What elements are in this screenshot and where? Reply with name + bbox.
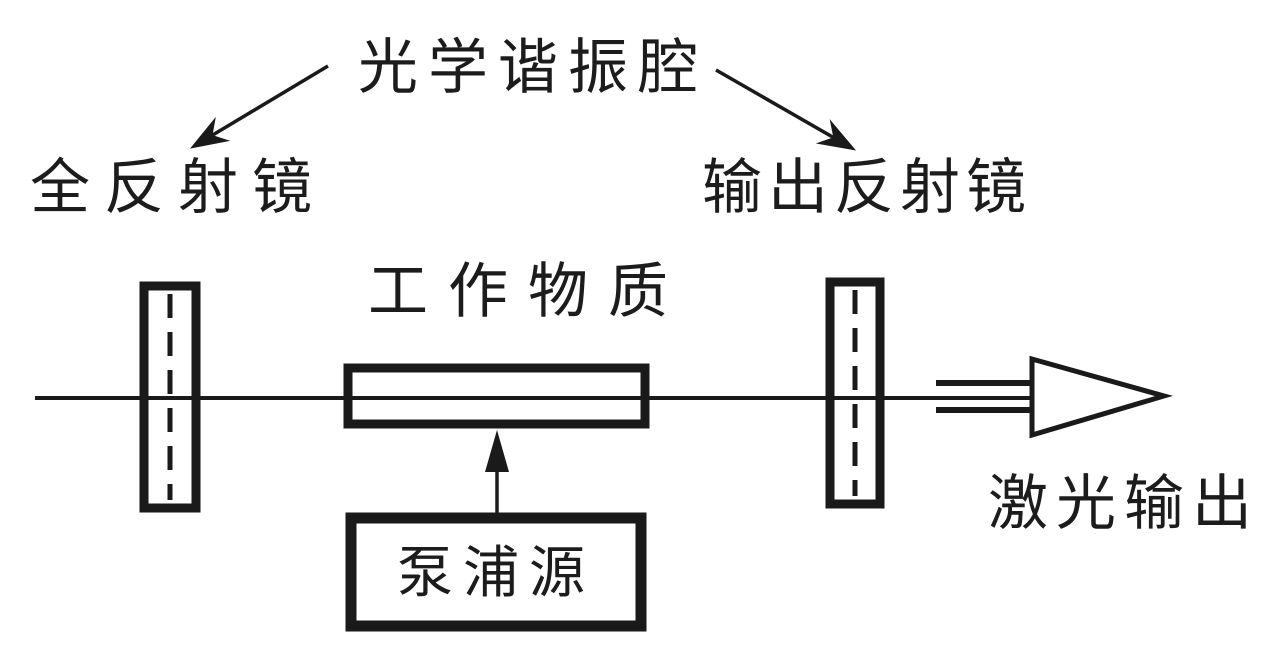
full-mirror-shape bbox=[139, 281, 201, 513]
full-mirror-label: 全反射镜 bbox=[30, 154, 326, 221]
output-mirror-shape bbox=[825, 277, 885, 509]
output-mirror-label: 输出反射镜 bbox=[702, 154, 1032, 221]
gain-medium-shape bbox=[343, 363, 650, 429]
pump-source-label: 泵浦源 bbox=[397, 541, 595, 604]
cavity-pointer-right-arrow bbox=[715, 68, 857, 151]
laser-output-label: 激光输出 bbox=[988, 470, 1260, 537]
gain-medium-label: 工作物质 bbox=[368, 258, 688, 325]
pump-arrow-head bbox=[485, 430, 509, 472]
pump-source-box bbox=[345, 512, 647, 632]
laser-output-arrow bbox=[1029, 355, 1174, 439]
optical-cavity-label: 光学谐振腔 bbox=[358, 34, 708, 101]
cavity-pointer-left-arrow bbox=[189, 64, 329, 149]
